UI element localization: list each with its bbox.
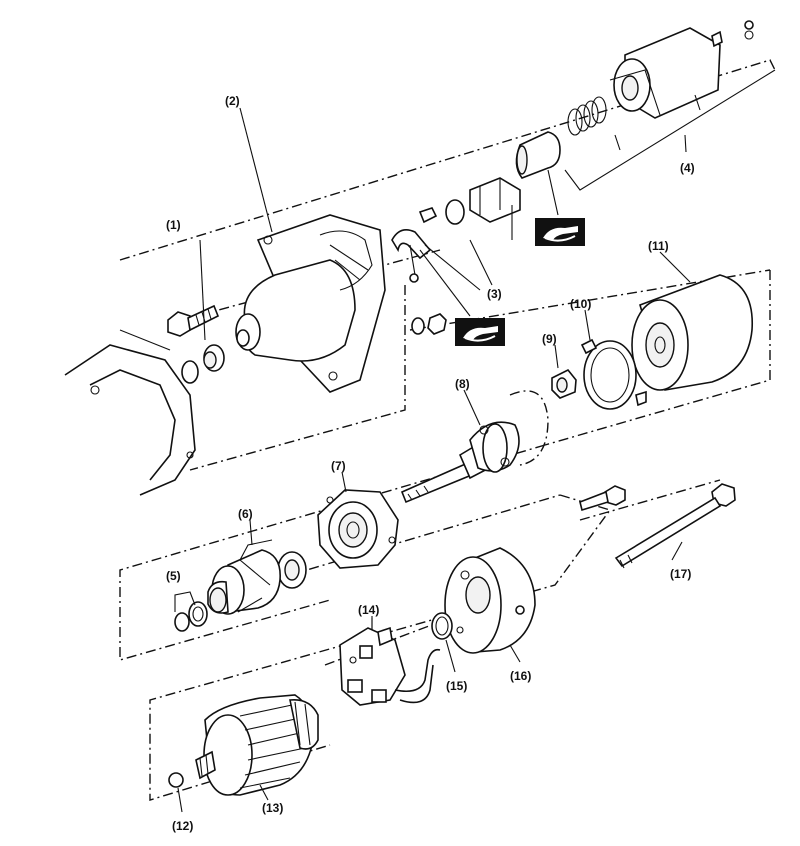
label-4: (4) — [680, 161, 695, 175]
label-10: (10) — [570, 297, 591, 311]
callout-lines-3 — [424, 205, 513, 291]
callout-bracket-4 — [564, 69, 776, 191]
plunger-holder — [469, 177, 521, 223]
plunger-seal — [445, 199, 465, 225]
label-17: (17) — [670, 567, 691, 581]
label-13: (13) — [262, 801, 283, 815]
rear-bracket — [444, 547, 536, 663]
yoke — [631, 274, 753, 391]
housing-nut — [411, 313, 447, 335]
part-labels: (1) (2) (3) (4) (5) (6) (7) (8) (9) (10)… — [166, 94, 695, 833]
brush-holder — [339, 618, 441, 706]
overrunning-clutch — [207, 539, 307, 615]
center-bracket — [317, 489, 399, 569]
label-15: (15) — [446, 679, 467, 693]
bolt-washers — [181, 344, 225, 384]
bushing — [551, 368, 577, 399]
mounting-bolt — [167, 239, 220, 341]
label-14: (14) — [358, 603, 379, 617]
solenoid-spring — [567, 96, 607, 136]
grease-symbol-lower — [419, 249, 505, 346]
through-bolts — [579, 483, 736, 569]
label-12: (12) — [172, 819, 193, 833]
label-2: (2) — [225, 94, 240, 108]
steel-ball — [168, 772, 184, 813]
label-16: (16) — [510, 669, 531, 683]
label-7: (7) — [331, 459, 346, 473]
label-11: (11) — [648, 239, 669, 253]
label-1: (1) — [166, 218, 181, 232]
armature — [195, 694, 319, 801]
leader-lines — [239, 107, 691, 630]
label-3: (3) — [487, 287, 502, 301]
label-5: (5) — [166, 569, 181, 583]
planetary-ring — [580, 338, 647, 410]
grease-symbol-upper — [535, 169, 585, 246]
front-housing — [235, 214, 386, 393]
solenoid-switch — [609, 20, 754, 119]
label-8: (8) — [455, 377, 470, 391]
stop-ring-set — [174, 591, 208, 632]
o-ring — [431, 612, 456, 673]
solenoid-plunger — [515, 131, 561, 179]
engine-block-outline — [64, 329, 196, 496]
shift-lever — [391, 207, 438, 283]
label-9: (9) — [542, 332, 557, 346]
drive-shaft — [400, 390, 549, 504]
label-6: (6) — [238, 507, 253, 521]
